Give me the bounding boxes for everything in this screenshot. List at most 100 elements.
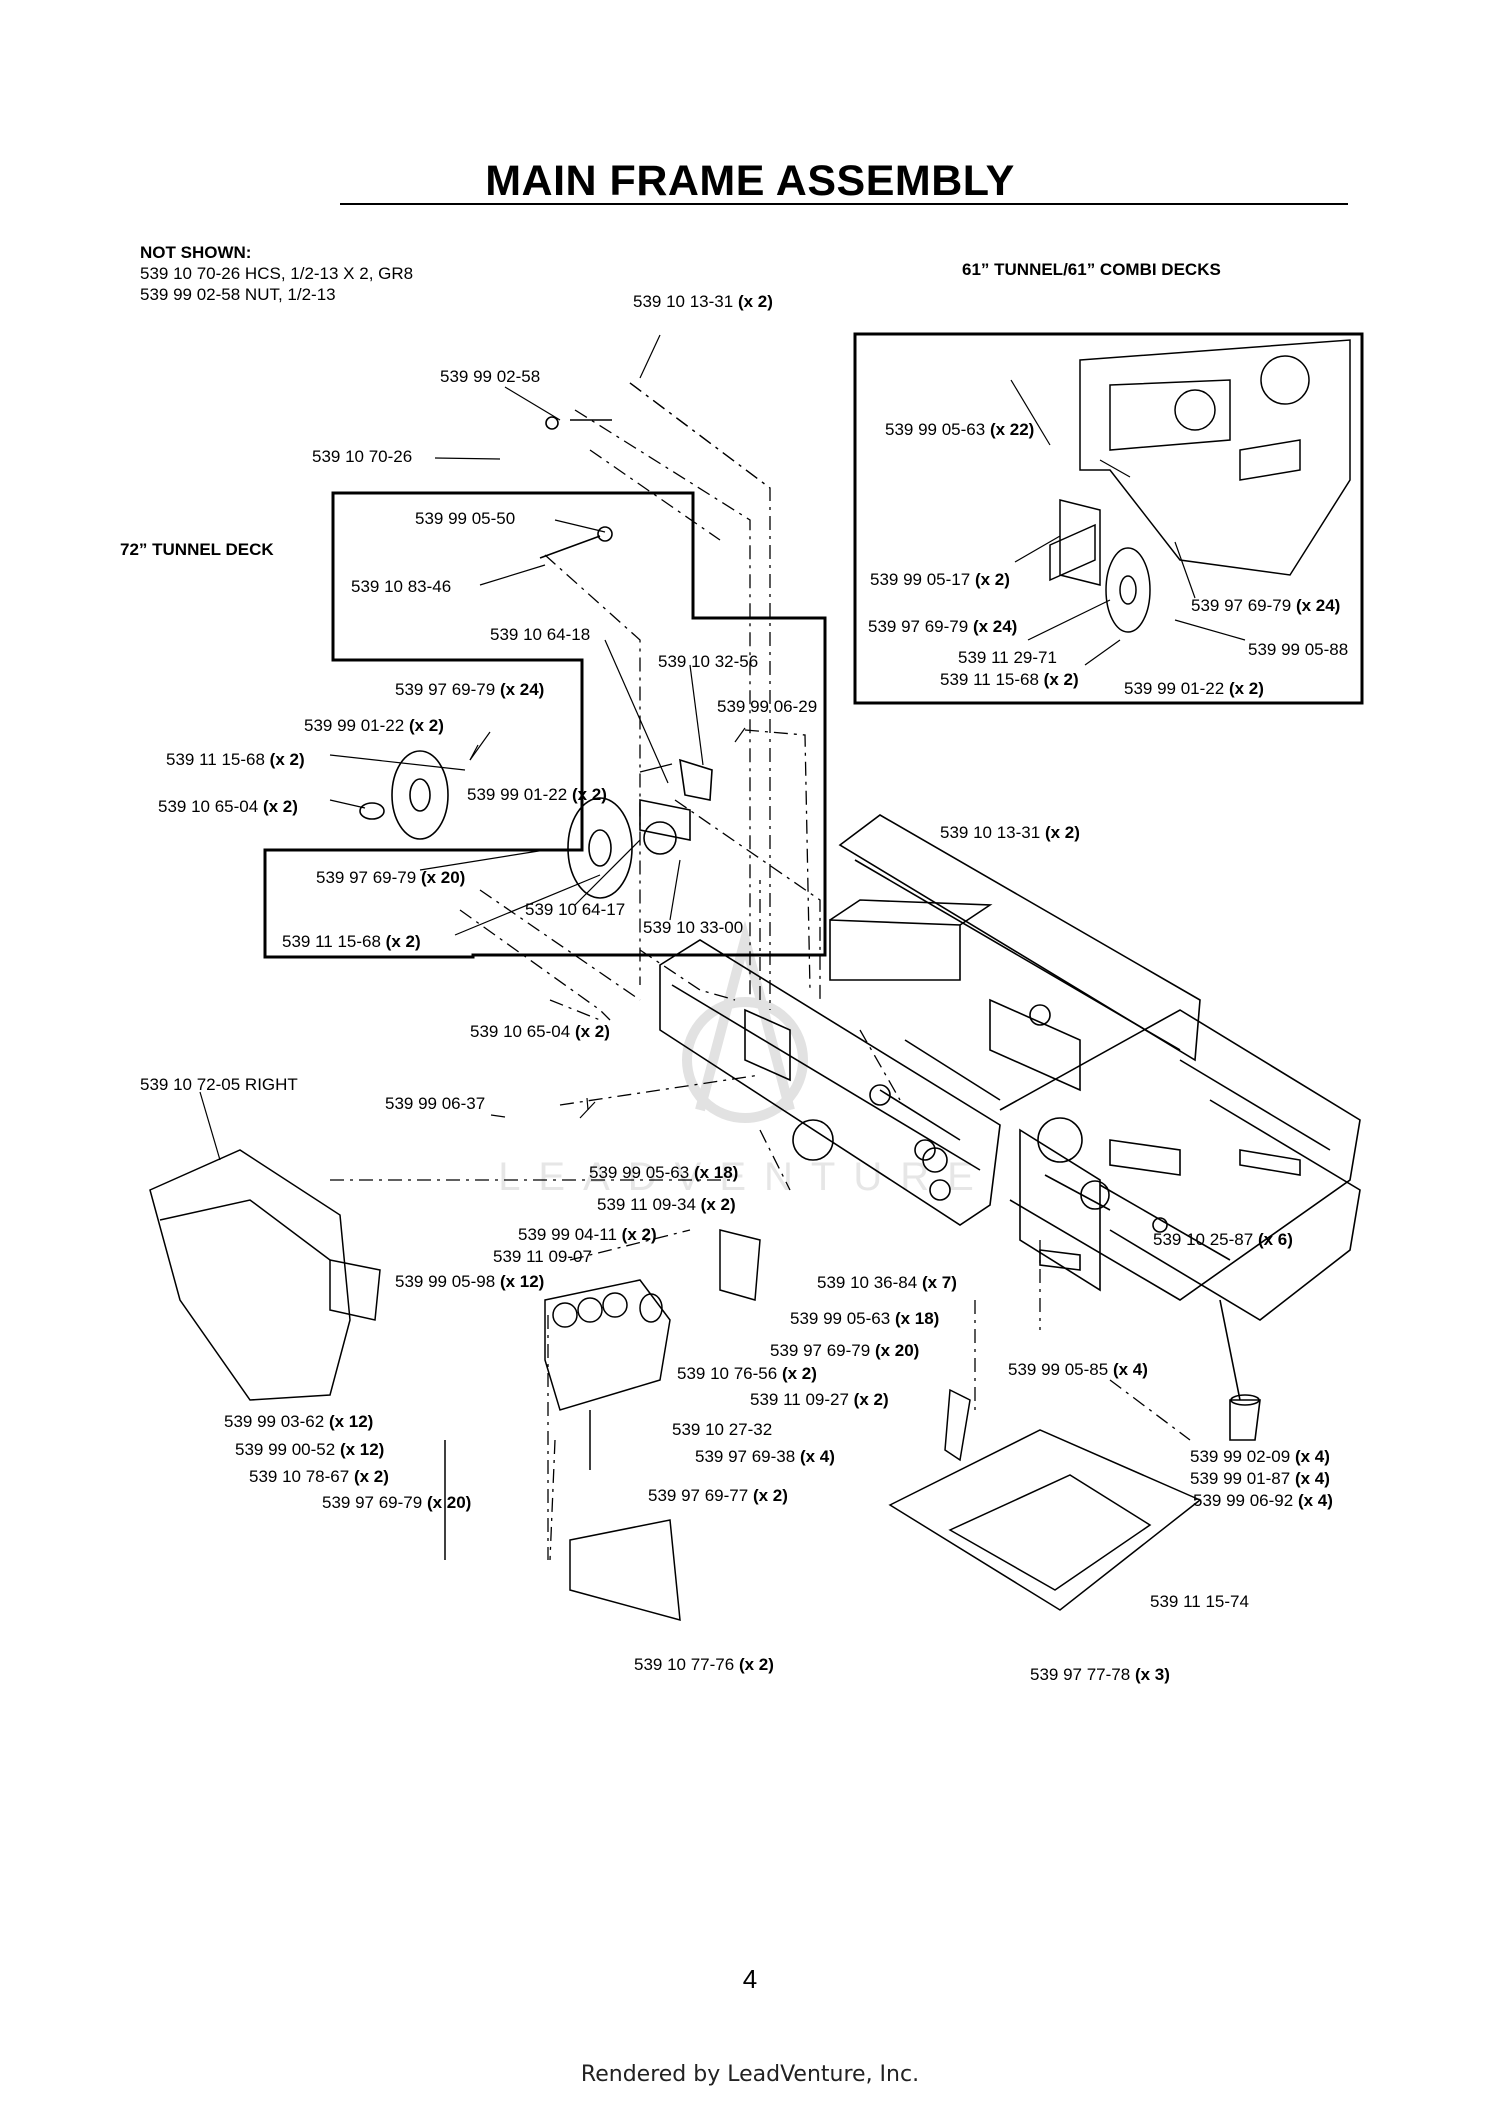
callout: 539 10 76-56 (x 2)	[677, 1364, 817, 1384]
hidden-lines	[330, 382, 1191, 1561]
callout: 539 99 05-85 (x 4)	[1008, 1360, 1148, 1380]
callout-qty: (x 24)	[972, 617, 1018, 636]
callout: 539 99 01-22 (x 2)	[1124, 679, 1264, 699]
callout-part: 539 10 36-84	[817, 1273, 918, 1292]
callout: 539 10 32-56	[658, 652, 758, 672]
callout-qty: (x 12)	[328, 1412, 374, 1431]
callout-qty: (x 4)	[1112, 1360, 1148, 1379]
callout: 539 99 04-11 (x 2)	[518, 1225, 657, 1245]
callout-part: 539 99 03-62	[224, 1412, 325, 1431]
callout-part: 539 99 05-63	[885, 420, 986, 439]
callout: 539 10 27-32	[672, 1420, 772, 1440]
callout-qty: (x 2)	[738, 1655, 774, 1674]
callout: 539 11 09-07	[493, 1247, 592, 1267]
inset-box-61-combi	[853, 332, 1364, 705]
callout-part: 539 99 01-22	[1124, 679, 1225, 698]
callout-part: 539 99 01-87	[1190, 1469, 1291, 1488]
pulleys	[359, 416, 713, 899]
callout-part: 539 97 69-79	[868, 617, 969, 636]
callout: 539 10 64-17	[525, 900, 625, 920]
callout: 539 97 69-77 (x 2)	[648, 1486, 788, 1506]
callout-part: 539 10 13-31	[633, 292, 734, 311]
callout-qty: (x 6)	[1257, 1230, 1293, 1249]
main-frame-body	[659, 814, 1361, 1441]
callout-part: 539 10 13-31	[940, 823, 1041, 842]
callout: 539 99 05-63 (x 18)	[790, 1309, 939, 1329]
callout-qty: (x 2)	[269, 750, 305, 769]
callout-part: 539 97 69-79	[1191, 596, 1292, 615]
callout: 539 99 02-58	[440, 367, 540, 387]
callout: 539 99 01-22 (x 2)	[467, 785, 607, 805]
callout: 539 97 69-79 (x 24)	[1191, 596, 1340, 616]
callout-part: 539 99 01-22	[467, 785, 568, 804]
callout-qty: (x 24)	[1295, 596, 1341, 615]
section-label-61-combi: 61” TUNNEL/61” COMBI DECKS	[962, 260, 1221, 279]
callout-part: 539 10 65-04	[470, 1022, 571, 1041]
callout: 539 10 65-04 (x 2)	[470, 1022, 610, 1042]
callout-qty: (x 24)	[499, 680, 545, 699]
callout: 539 10 78-67 (x 2)	[249, 1467, 389, 1487]
callout: 539 99 05-50	[415, 509, 515, 529]
callout: 539 11 15-68 (x 2)	[282, 932, 421, 952]
callout: 539 10 77-76 (x 2)	[634, 1655, 774, 1675]
callout-qty: (x 18)	[693, 1163, 739, 1182]
callout-part: 539 99 06-29	[717, 697, 818, 716]
callout: 539 10 25-87 (x 6)	[1153, 1230, 1293, 1250]
callout: 539 97 69-79 (x 24)	[868, 617, 1017, 637]
callout-part: 539 10 25-87	[1153, 1230, 1254, 1249]
callout-part: 539 10 27-32	[672, 1420, 773, 1439]
callout-qty: (x 2)	[1044, 823, 1080, 842]
callout: 539 99 03-62 (x 12)	[224, 1412, 373, 1432]
callout: 539 10 72-05 RIGHT	[140, 1075, 298, 1095]
callout: 539 99 06-37	[385, 1094, 485, 1114]
callout: 539 11 15-74	[1150, 1592, 1249, 1612]
callout-part: 539 11 09-27	[750, 1390, 849, 1409]
callout: 539 10 65-04 (x 2)	[158, 797, 298, 817]
callout-part: 539 99 05-98	[395, 1272, 496, 1291]
callout-qty: (x 20)	[420, 868, 466, 887]
callout-qty: (x 22)	[989, 420, 1035, 439]
callout: 539 99 01-22 (x 2)	[304, 716, 444, 736]
callout-qty: (x 2)	[700, 1195, 736, 1214]
callout-qty: (x 2)	[353, 1467, 389, 1486]
callout-part: 539 10 77-76	[634, 1655, 735, 1674]
callout-part: 539 10 64-18	[490, 625, 591, 644]
callout-part: 539 11 09-34	[597, 1195, 696, 1214]
callout-part: 539 99 05-63	[589, 1163, 690, 1182]
callout-part: 539 97 69-79	[322, 1493, 423, 1512]
callout-qty: (x 2)	[621, 1225, 657, 1244]
callout: 539 97 77-78 (x 3)	[1030, 1665, 1170, 1685]
callout: 539 11 09-34 (x 2)	[597, 1195, 736, 1215]
callout-part: 539 99 05-50	[415, 509, 516, 528]
callout-qty: (x 2)	[974, 570, 1010, 589]
callout-part: 539 10 72-05 RIGHT	[140, 1075, 298, 1094]
callout-part: 539 10 33-00	[643, 918, 744, 937]
callout: 539 97 69-38 (x 4)	[695, 1447, 835, 1467]
callout: 539 99 05-98 (x 12)	[395, 1272, 544, 1292]
page-number: 4	[742, 1964, 758, 1994]
deck-outline-72-tunnel	[263, 491, 827, 959]
callout: 539 99 05-63 (x 22)	[885, 420, 1034, 440]
callout-qty: (x 2)	[262, 797, 298, 816]
callout-part: 539 99 00-52	[235, 1440, 336, 1459]
callout-qty: (x 2)	[781, 1364, 817, 1383]
callout-part: 539 10 32-56	[658, 652, 759, 671]
callout: 539 11 09-27 (x 2)	[750, 1390, 889, 1410]
callout-part: 539 11 15-74	[1150, 1592, 1249, 1611]
callout-part: 539 99 01-22	[304, 716, 405, 735]
section-label-72-tunnel: 72” TUNNEL DECK	[120, 540, 274, 559]
callout-part: 539 99 05-63	[790, 1309, 891, 1328]
callout: 539 10 70-26	[312, 447, 412, 467]
callout-part: 539 99 06-92	[1193, 1491, 1294, 1510]
callout-qty: (x 2)	[408, 716, 444, 735]
callout-qty: (x 2)	[1228, 679, 1264, 698]
callout-part: 539 10 70-26	[312, 447, 413, 466]
callout-part: 539 99 06-37	[385, 1094, 486, 1113]
callout-part: 539 97 69-79	[770, 1341, 871, 1360]
title-rule	[340, 203, 1348, 205]
callout-qty: (x 2)	[574, 1022, 610, 1041]
callout-part: 539 10 76-56	[677, 1364, 778, 1383]
callout: 539 99 02-09 (x 4)	[1190, 1447, 1330, 1467]
callout-part: 539 11 15-68	[282, 932, 381, 951]
